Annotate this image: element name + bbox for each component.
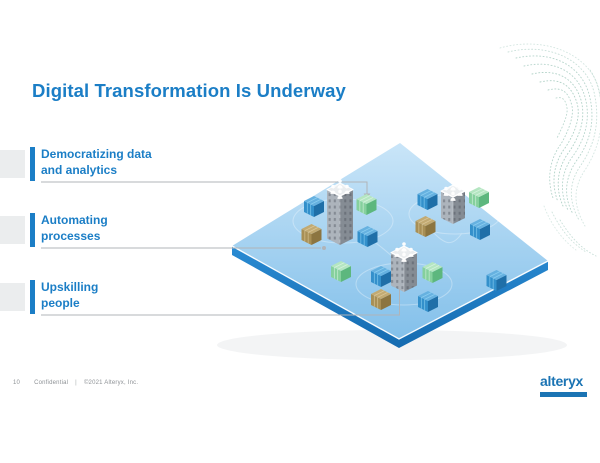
data-stack-brown-icon xyxy=(301,224,322,245)
slide-footer: 10 Confidential | ©2021 Alteryx, Inc. xyxy=(13,380,138,386)
connector-democratizing-data xyxy=(41,181,368,194)
platform-rim xyxy=(232,246,548,348)
data-stack-blue-icon xyxy=(371,266,391,287)
bullet-item-automating-processes: Automating processes xyxy=(0,213,240,249)
data-stack-green-icon xyxy=(469,187,489,208)
data-stack-blue-icon xyxy=(470,219,490,240)
connector-dot-icon xyxy=(322,246,326,250)
alteryx-wordmark: alteryx xyxy=(540,373,584,389)
page-number: 10 xyxy=(13,380,21,386)
bullet-item-democratizing-data: Democratizing data and analytics xyxy=(0,147,240,183)
bullet-item-upskilling-people: Upskilling people xyxy=(0,280,240,316)
people-network-icon xyxy=(330,179,350,199)
bullet-accent-bar xyxy=(30,280,35,314)
data-stack-blue-icon xyxy=(357,226,378,247)
data-stack-blue-icon xyxy=(417,189,438,210)
dotted-wave-decoration-icon xyxy=(499,43,600,257)
page-title: Digital Transformation Is Underway xyxy=(32,80,346,101)
data-stack-green-icon xyxy=(422,262,443,283)
bullet-label: Automating processes xyxy=(41,213,108,243)
data-stack-blue-icon xyxy=(304,196,324,217)
data-stack-green-icon xyxy=(331,261,351,282)
data-stack-green-icon xyxy=(356,194,377,215)
bullet-accent-bar xyxy=(30,147,35,181)
confidential-label: Confidential xyxy=(34,380,69,386)
data-stack-blue-icon xyxy=(486,270,507,291)
platform-shadow xyxy=(217,330,567,360)
data-stack-brown-icon xyxy=(415,216,436,237)
footer-divider: | xyxy=(75,380,77,386)
data-stack-blue-icon xyxy=(418,291,438,312)
platform-surface xyxy=(232,143,548,339)
bullet-chip xyxy=(0,216,25,244)
bullet-accent-bar xyxy=(30,213,35,247)
people-network-icon xyxy=(394,242,414,262)
data-stack-brown-icon xyxy=(371,289,391,310)
people-network-icon xyxy=(443,181,463,201)
alteryx-logo-bar xyxy=(540,392,587,397)
bullet-label: Upskilling people xyxy=(41,280,99,310)
bullet-chip xyxy=(0,283,25,311)
bullet-label: Democratizing data and analytics xyxy=(41,147,152,177)
copyright-text: ©2021 Alteryx, Inc. xyxy=(83,380,139,386)
bullet-chip xyxy=(0,150,25,178)
alteryx-logo: alteryx xyxy=(540,373,588,397)
